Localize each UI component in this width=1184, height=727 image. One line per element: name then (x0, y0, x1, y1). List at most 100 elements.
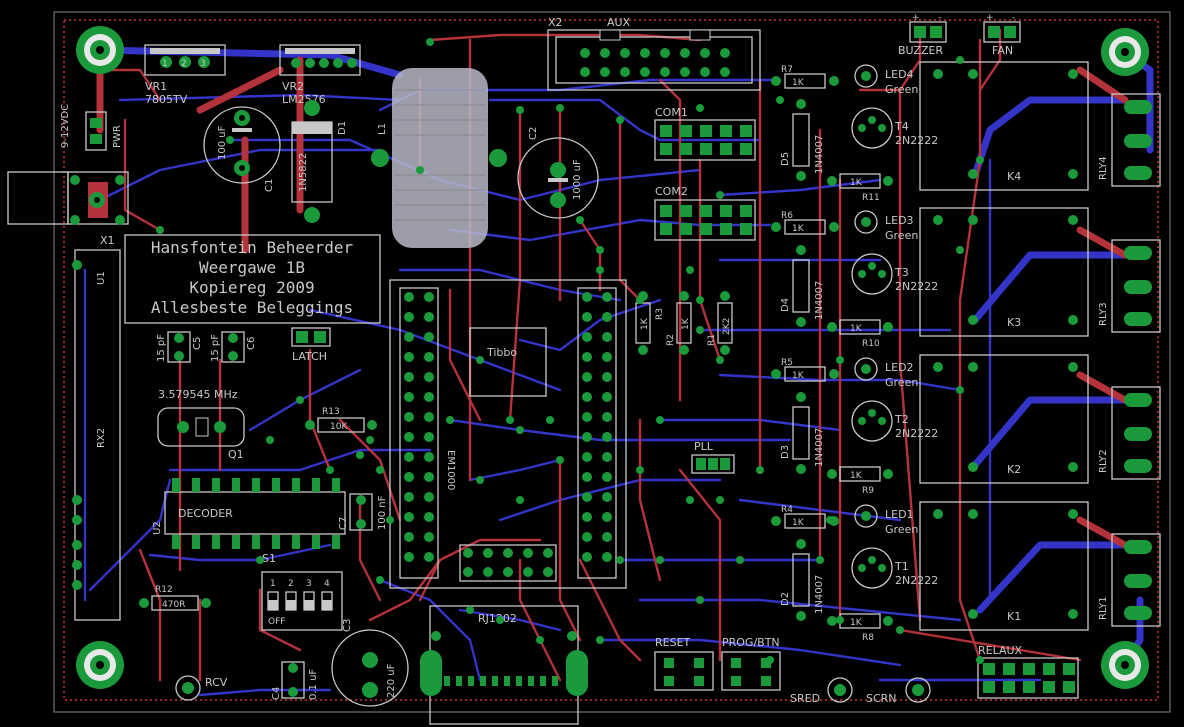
terminal-rly3 (1111, 239, 1161, 333)
led1-label: LED1 (885, 508, 914, 521)
r10 (839, 319, 881, 335)
r11 (839, 173, 881, 189)
rly4-pad (1124, 134, 1152, 148)
connector-com2: COM2 (654, 185, 756, 241)
d3-label: D3 (780, 445, 791, 459)
em1000-pin (582, 472, 592, 482)
capacitor-c1: 100 uF C1 (203, 106, 281, 192)
d2-pad (796, 539, 806, 549)
title-line-4: Allesbeste Beleggings (151, 298, 353, 317)
t2-label: T2 (894, 413, 909, 426)
connector-com1: COM1 (654, 106, 756, 161)
r3-label: R3 (655, 308, 665, 320)
via (826, 516, 834, 524)
via (656, 416, 664, 424)
em1000-pin (602, 552, 612, 562)
diode-d1: 1N5822 D1 (291, 100, 348, 223)
ic-decoder-u2: DECODER U2 (152, 478, 346, 549)
led-4 (854, 64, 878, 88)
resistor-r12: R12 470R (139, 585, 211, 611)
title-line-3: Kopiereg 2009 (189, 278, 314, 297)
s1-label: S1 (262, 552, 276, 565)
em1000-pin (404, 292, 414, 302)
em1000-pin (602, 392, 612, 402)
em1000-pin (404, 452, 414, 462)
c1-label: C1 (264, 179, 275, 192)
via (356, 451, 364, 459)
rly3-label: RLY3 (1098, 302, 1109, 326)
com1-label: COM1 (655, 106, 688, 119)
transistor-t3 (851, 253, 893, 295)
k4-label: K4 (1007, 170, 1021, 183)
vr2-label: VR2 (282, 80, 304, 93)
c7-value: 100 nF (377, 495, 388, 530)
via (466, 606, 474, 614)
r7-pad (771, 76, 781, 86)
led4-label: LED4 (885, 68, 914, 81)
k1-label: K1 (1007, 610, 1021, 623)
via (696, 326, 704, 334)
via (416, 166, 424, 174)
mounting-hole-bl (76, 641, 124, 689)
connector-x2-aux: X2 AUX (547, 16, 761, 91)
em1000-pin (582, 312, 592, 322)
s1-off-label: OFF (268, 617, 285, 627)
vias (156, 38, 984, 664)
em1000-pin (602, 452, 612, 462)
c6-label: C6 (246, 337, 257, 350)
em1000-pin (404, 392, 414, 402)
r9-label: R9 (862, 486, 874, 496)
via (386, 516, 394, 524)
via (686, 266, 694, 274)
module-rx2: U1 RX2 (72, 249, 121, 621)
vr1-pin2: 2 (181, 59, 187, 69)
d5-value: 1N4007 (814, 135, 825, 174)
via (426, 38, 434, 46)
em1000-pin (582, 432, 592, 442)
via (256, 556, 264, 564)
em1000-pin (424, 372, 434, 382)
r9 (839, 466, 881, 482)
reset-label: RESET (655, 636, 691, 649)
inductor-l1: L1 (371, 68, 507, 248)
via (596, 636, 604, 644)
r9-value: 1K (850, 471, 863, 481)
t4-value: 2N2222 (895, 134, 938, 147)
em1000-pin (602, 312, 612, 322)
capacitor-c5: 15 pF C5 (156, 331, 203, 363)
k2-label: K2 (1007, 463, 1021, 476)
em1000-pin (404, 492, 414, 502)
vr1-pin3: 3 (200, 59, 206, 69)
l1-label: L1 (377, 123, 388, 135)
r5-pad (771, 369, 781, 379)
via (766, 656, 774, 664)
led-2 (854, 357, 878, 381)
t3-pad (868, 262, 876, 270)
em1000-pin (404, 512, 414, 522)
c1-value: 100 uF (217, 125, 228, 160)
prog-label: PROG/BTN (722, 636, 780, 649)
em1000-pin (424, 532, 434, 542)
c5-label: C5 (192, 337, 203, 350)
k1-pad (968, 509, 978, 519)
r1-value: 2K2 (722, 318, 732, 335)
led3-color: Green (885, 229, 918, 242)
scrn-label: SCRN (866, 692, 897, 705)
transistor-t4 (851, 107, 893, 149)
via (956, 246, 964, 254)
em1000-pin (582, 352, 592, 362)
em1000-pin (582, 512, 592, 522)
r12-label: R12 (155, 585, 173, 595)
k3-pad (1068, 315, 1078, 325)
r13-value: 10K (330, 422, 348, 432)
em1000-pin (424, 512, 434, 522)
via (836, 356, 844, 364)
r11-pad (827, 176, 837, 186)
relay-k2 (919, 354, 1089, 484)
via (596, 246, 604, 254)
r6-label: R6 (781, 211, 793, 221)
rly1-pad (1124, 606, 1152, 620)
em1000-pin (404, 552, 414, 562)
board-outline (53, 11, 1171, 713)
